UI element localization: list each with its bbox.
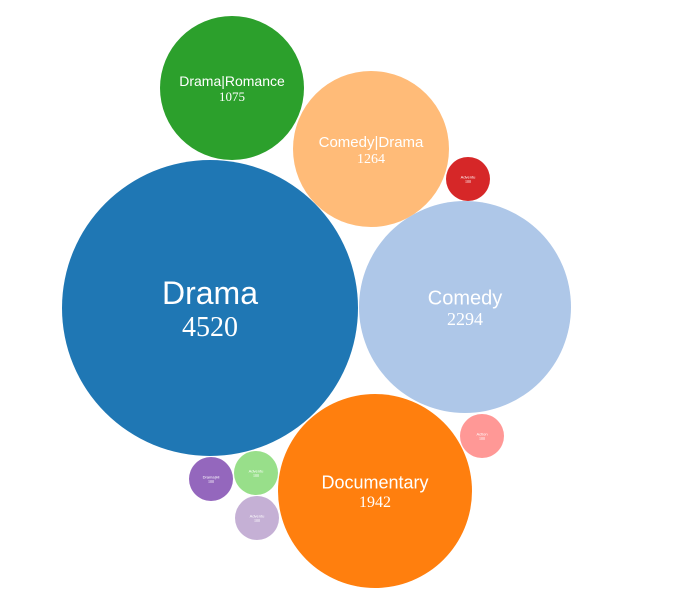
bubble-value: 1264 [357,152,385,167]
bubble-value: 100 [479,436,485,441]
bubble-value: 2294 [447,309,483,329]
bubble-circle[interactable] [359,201,571,413]
bubble-label: Drama|Hi [203,474,220,479]
bubble-circle[interactable] [278,394,472,588]
bubble-label: Comedy [428,287,502,309]
bubble-label: Adventu [249,468,264,473]
bubble-value: 4520 [182,312,238,343]
bubble-label: Action [476,431,487,436]
bubble-label: Adventu [461,174,476,179]
bubble-circle[interactable] [446,157,490,201]
bubble-label: Drama|Romance [179,73,285,89]
bubble-circle[interactable] [293,71,449,227]
bubble-label: Documentary [321,473,428,493]
bubble-circle[interactable] [234,451,278,495]
bubble-circle[interactable] [460,414,504,458]
bubble-value: 100 [465,179,471,184]
bubble-circle[interactable] [189,457,233,501]
bubble-circle[interactable] [62,160,358,456]
bubble-label: Drama [162,275,258,311]
bubble-label: Adventu [250,513,265,518]
bubble-value: 1075 [219,89,245,104]
bubble-value: 100 [253,473,259,478]
bubble-circle[interactable] [160,16,304,160]
bubble-value: 100 [254,518,260,523]
bubble-label: Comedy|Drama [319,134,424,151]
bubble-value: 1942 [359,494,391,511]
bubble-circle[interactable] [235,496,279,540]
bubble-value: 100 [208,479,214,484]
